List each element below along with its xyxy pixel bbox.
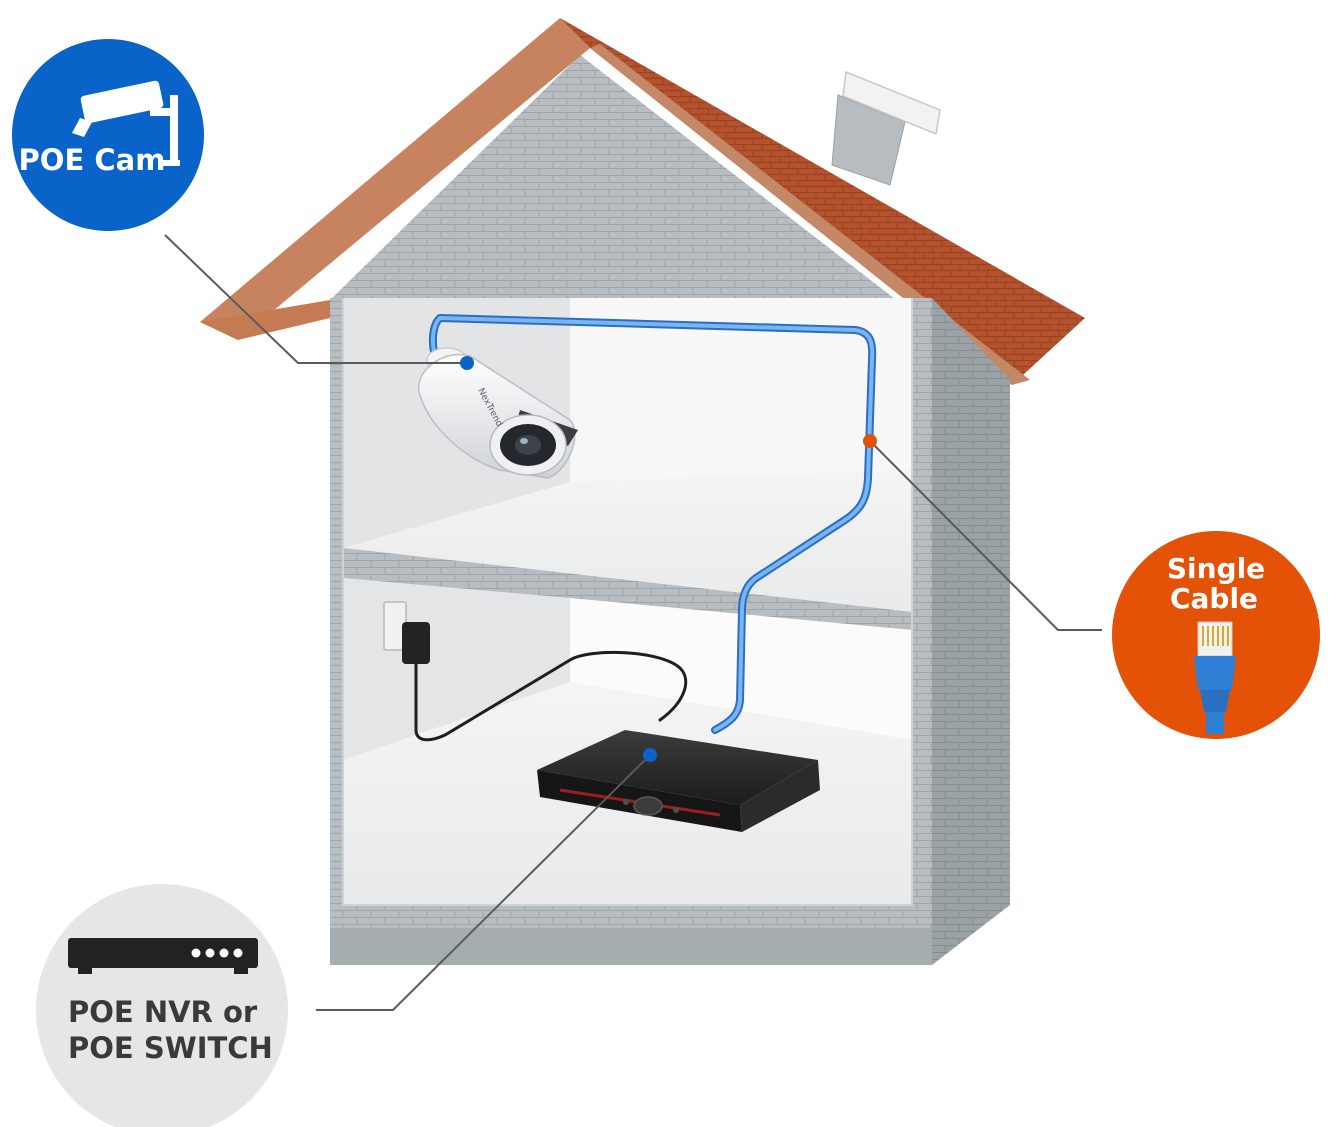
house-gable-wall [330, 55, 935, 330]
single-cable-badge: Single Cable [1112, 531, 1320, 739]
camera-marker [460, 356, 474, 370]
bottom-edge [330, 928, 932, 965]
poe-nvr-label-line1: POE NVR or [68, 995, 258, 1029]
nvr-recorder-icon [68, 938, 258, 974]
floor-slab [330, 548, 932, 628]
bullet-camera: NexTrend [417, 347, 578, 479]
network-cable [428, 314, 877, 734]
nvr-recorder [537, 730, 820, 832]
leader-lines [164, 234, 1102, 1011]
roof-left-edge [200, 18, 590, 340]
cctv-camera-icon [72, 80, 180, 166]
poe-nvr-label-line2: POE SWITCH [68, 1031, 273, 1065]
single-cable-label-line2: Cable [1170, 582, 1258, 615]
chimney [831, 70, 941, 186]
single-cable-label-line1: Single [1167, 552, 1265, 585]
side-wall [932, 298, 1010, 965]
house [200, 18, 1085, 965]
cable-marker [863, 434, 877, 448]
power-adapter [383, 601, 688, 742]
poe-cam-label: POE Cam [19, 143, 166, 177]
roof-right [560, 18, 1085, 385]
poe-nvr-badge: POE NVR or POE SWITCH [36, 884, 288, 1127]
ethernet-connector-icon [1194, 621, 1236, 734]
nvr-marker [643, 748, 657, 762]
roof-front-edge [200, 300, 330, 340]
poe-cam-badge: POE Cam [12, 39, 204, 231]
